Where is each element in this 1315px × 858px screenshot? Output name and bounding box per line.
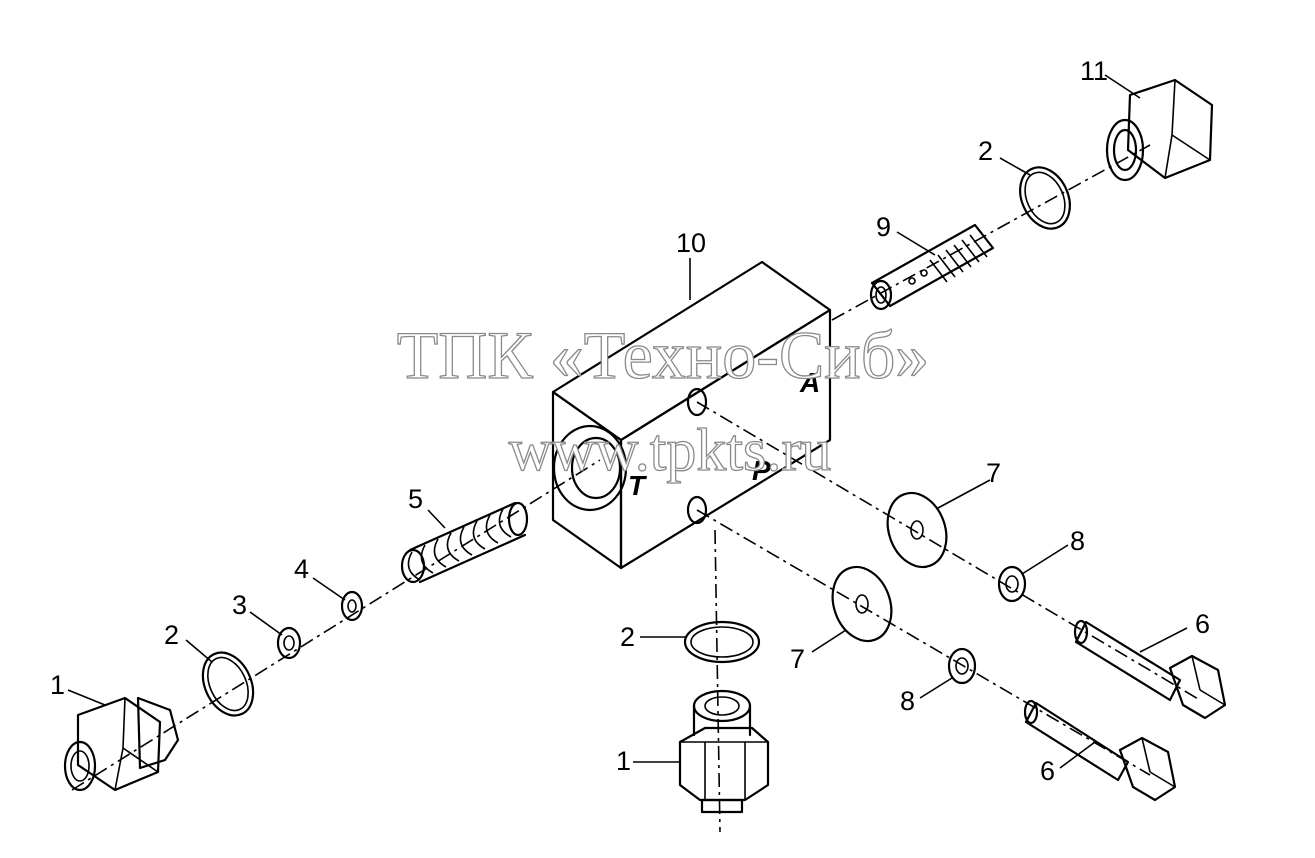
- o-ring-left: [201, 651, 255, 717]
- bolt-6-lower: [1023, 699, 1177, 802]
- spool-9: [869, 223, 995, 311]
- flat-washer-7-upper: [886, 491, 948, 569]
- callout-10: 10: [676, 228, 706, 258]
- callout-2-bottom: 2: [620, 622, 635, 652]
- callout-9: 9: [876, 212, 891, 242]
- port-t-bore: [552, 424, 628, 512]
- port-p-hole: [686, 495, 708, 525]
- callout-8-lower: 8: [900, 686, 915, 716]
- leader-lines: [67, 74, 1188, 769]
- o-ring-bottom: [683, 620, 761, 664]
- port-label-p: P: [752, 455, 771, 486]
- callout-1-bottom: 1: [616, 746, 631, 776]
- callout-5: 5: [408, 484, 423, 514]
- port-label-t: T: [628, 470, 648, 501]
- valve-body: A P T: [551, 260, 832, 570]
- watermark-url: www.tpkts.ru: [509, 417, 832, 483]
- o-ring-top: [1019, 166, 1071, 230]
- callout-4: 4: [294, 554, 309, 584]
- callout-2-top: 2: [978, 136, 993, 166]
- bolt-6-upper: [1073, 619, 1227, 720]
- callout-3: 3: [232, 590, 247, 620]
- flat-washer-7-lower: [831, 565, 893, 643]
- watermark-company: ТПК «Техно-Сиб»: [397, 317, 930, 393]
- fitting-1-bottom: [678, 689, 770, 814]
- fitting-1-left: [63, 696, 180, 792]
- spring-5: [400, 501, 529, 584]
- callout-2-left: 2: [164, 620, 179, 650]
- callout-7-lower: 7: [790, 644, 805, 674]
- callouts: 11 2 9 10 5 4 3 2 1 2 1 7 7 8 8 6 6: [50, 56, 1210, 786]
- lock-washer-8-lower: [947, 647, 977, 685]
- washer-4: [340, 590, 364, 622]
- callout-1-left: 1: [50, 670, 65, 700]
- port-a-hole: [686, 387, 708, 417]
- callout-11: 11: [1080, 56, 1108, 86]
- callout-6-lower: 6: [1040, 756, 1055, 786]
- washer-3: [276, 626, 302, 660]
- callout-8-upper: 8: [1070, 526, 1085, 556]
- port-label-a: A: [799, 367, 820, 398]
- fitting-11: [1105, 78, 1214, 182]
- callout-6-upper: 6: [1195, 609, 1210, 639]
- callout-7-upper: 7: [986, 458, 1001, 488]
- lock-washer-8-upper: [997, 565, 1027, 603]
- watermark: ТПК «Техно-Сиб» www.tpkts.ru: [396, 316, 930, 483]
